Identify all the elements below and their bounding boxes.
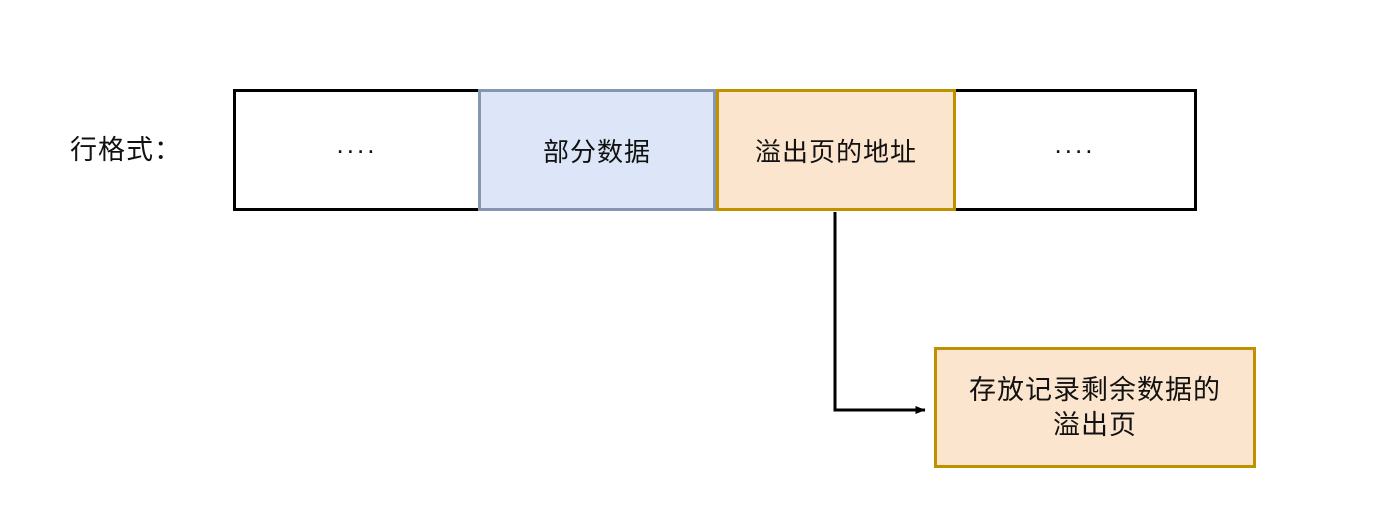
row-cell-ellipsis-right: .... bbox=[956, 89, 1197, 211]
row-format-label: 行格式： bbox=[70, 135, 182, 165]
connector-path bbox=[833, 212, 926, 414]
overflow-page-text-wrapper: 存放记录剩余数据的 溢出页 bbox=[969, 373, 1221, 442]
ellipsis-right-text: .... bbox=[1054, 129, 1096, 159]
overflow-page-address-text: 溢出页的地址 bbox=[754, 136, 917, 167]
row-format-strip: .... 部分数据 溢出页的地址 .... bbox=[233, 89, 1197, 211]
row-cell-overflow-page-address: 溢出页的地址 bbox=[716, 89, 956, 211]
partial-data-text: 部分数据 bbox=[542, 136, 651, 167]
row-cell-ellipsis-left: .... bbox=[233, 89, 478, 211]
overflow-page-line-2: 溢出页 bbox=[1053, 409, 1137, 440]
overflow-page-line-1: 存放记录剩余数据的 bbox=[969, 374, 1221, 405]
ellipsis-left-text: .... bbox=[336, 129, 378, 159]
row-cell-partial-data: 部分数据 bbox=[478, 89, 716, 211]
overflow-page-box: 存放记录剩余数据的 溢出页 bbox=[934, 347, 1256, 468]
